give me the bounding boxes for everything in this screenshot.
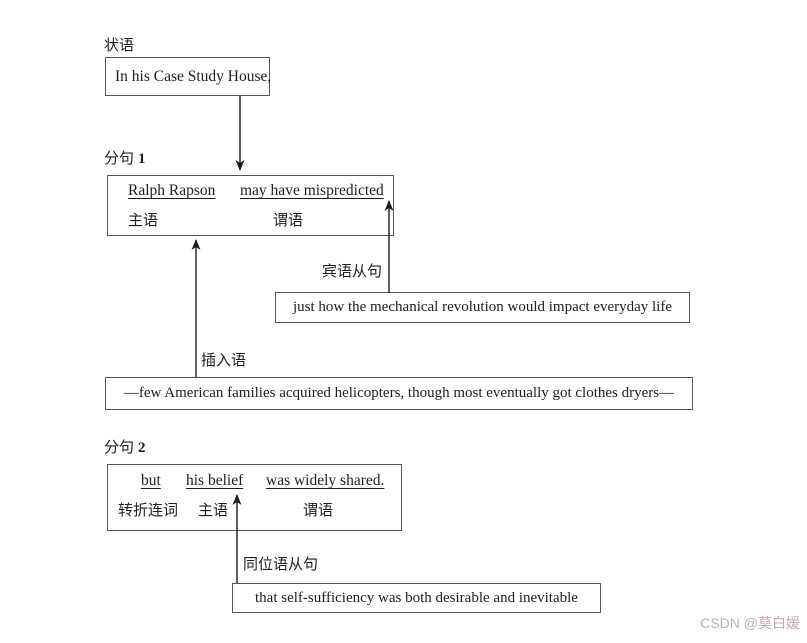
adverbial-text: In his Case Study House, [115, 67, 272, 85]
clause1-predicate-role: 谓语 [273, 213, 304, 229]
clause1-subject-text: Ralph Rapson [128, 182, 216, 199]
clause1-box: Ralph Rapson may have mispredicted 主语 谓语 [107, 175, 394, 236]
clause2-subject-role: 主语 [198, 503, 229, 519]
csdn-watermark: CSDN @莫白媛 [700, 613, 800, 633]
object-clause-box: just how the mechanical revolution would… [275, 292, 690, 323]
clause1-subject-role: 主语 [128, 213, 159, 229]
adverbial-label: 状语 [104, 38, 135, 54]
parenthetical-text: —few American families acquired helicopt… [123, 385, 675, 401]
clause1-predicate-text: may have mispredicted [240, 182, 384, 199]
appositive-clause-box: that self-sufficiency was both desirable… [232, 583, 601, 613]
parenthetical-label: 插入语 [201, 353, 247, 369]
adverbial-box: In his Case Study House, [105, 57, 272, 96]
clause2-box: but his belief was widely shared. 转折连词 主… [107, 464, 402, 531]
appositive-clause-text: that self-sufficiency was both desirable… [255, 589, 578, 606]
clause2-subject-text: his belief [186, 472, 244, 489]
clause2-predicate-role: 谓语 [303, 503, 334, 519]
clause2-predicate-text: was widely shared. [266, 472, 385, 489]
clause2-conjunction-role: 转折连词 [118, 503, 179, 519]
object-clause-label: 宾语从句 [322, 264, 383, 280]
appositive-clause-label: 同位语从句 [243, 557, 319, 573]
watermark-author: 莫白媛 [758, 615, 800, 631]
object-clause-text: just how the mechanical revolution would… [292, 299, 673, 315]
watermark-prefix: CSDN @ [700, 615, 758, 631]
clause2-conjunction-text: but [141, 472, 161, 489]
parenthetical-box: —few American families acquired helicopt… [105, 377, 693, 410]
